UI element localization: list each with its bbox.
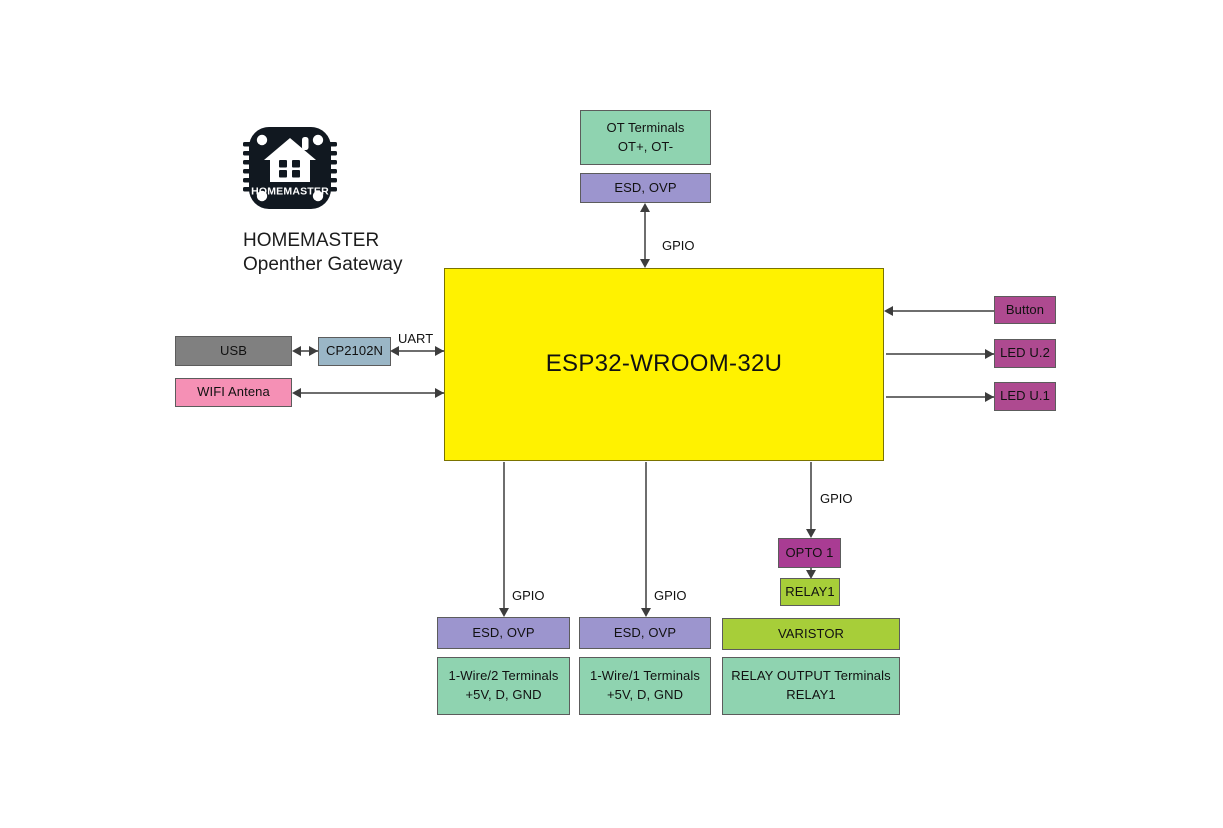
block-relay1[interactable]: RELAY1 bbox=[780, 578, 840, 606]
edge-label-uart: UART bbox=[398, 331, 434, 346]
mcu-label: ESP32-WROOM-32U bbox=[545, 350, 783, 378]
edge-cp2102n-to-mcu bbox=[392, 350, 444, 352]
arrowhead-left-mcu-button bbox=[884, 306, 893, 316]
arrowhead-right-led-u1 bbox=[985, 392, 994, 402]
block-relay-output-terminals[interactable]: RELAY OUTPUT Terminals RELAY1 bbox=[722, 657, 900, 715]
cp2102n-label: CP2102N bbox=[325, 343, 384, 359]
arrowhead-down-opto1 bbox=[806, 529, 816, 538]
edge-mcu-to-led-u1 bbox=[886, 396, 994, 398]
arrowhead-right-led-u2 bbox=[985, 349, 994, 359]
block-button[interactable]: Button bbox=[994, 296, 1056, 324]
homemaster-chip-icon: HOMEMASTER bbox=[243, 127, 337, 209]
edge-label-gpio-ot: GPIO bbox=[662, 238, 695, 253]
opto1-label: OPTO 1 bbox=[785, 544, 834, 560]
edge-mcu-to-led-u2 bbox=[886, 353, 994, 355]
block-esd-ovp-left[interactable]: ESD, OVP bbox=[437, 617, 570, 649]
arrowhead-left-cp2102n bbox=[390, 346, 399, 356]
logo-caption-line-2: Openther Gateway bbox=[243, 254, 403, 275]
edge-button-to-mcu bbox=[886, 310, 994, 312]
block-opto1[interactable]: OPTO 1 bbox=[778, 538, 841, 568]
edge-wifi-to-mcu bbox=[294, 392, 444, 394]
edge-mcu-to-opto1 bbox=[810, 462, 812, 532]
relay-output-line-2: RELAY1 bbox=[786, 687, 836, 702]
block-cp2102n[interactable]: CP2102N bbox=[318, 337, 391, 366]
ot-terminals-line-2: OT+, OT- bbox=[617, 138, 674, 154]
edge-mcu-to-esd-top bbox=[644, 206, 646, 266]
arrowhead-left-usb bbox=[292, 346, 301, 356]
onewire1-line-2: +5V, D, GND bbox=[606, 687, 684, 702]
arrowhead-right-mcu-uart bbox=[435, 346, 444, 356]
led-u2-label: LED U.2 bbox=[1000, 345, 1050, 361]
block-onewire2-terminals[interactable]: 1-Wire/2 Terminals +5V, D, GND bbox=[437, 657, 570, 715]
edge-label-gpio-opto: GPIO bbox=[820, 491, 853, 506]
arrowhead-down-esd-left bbox=[499, 608, 509, 617]
arrowhead-right-mcu-wifi bbox=[435, 388, 444, 398]
block-wifi-antenna[interactable]: WIFI Antena bbox=[175, 378, 292, 407]
edge-label-gpio-onewire2: GPIO bbox=[512, 588, 545, 603]
arrowhead-left-wifi bbox=[292, 388, 301, 398]
edge-usb-to-cp2102n bbox=[294, 350, 318, 352]
arrowhead-down-relay1 bbox=[806, 570, 816, 579]
block-led-u2[interactable]: LED U.2 bbox=[994, 339, 1056, 368]
esd-ovp-left-label: ESD, OVP bbox=[472, 624, 535, 640]
block-onewire1-terminals[interactable]: 1-Wire/1 Terminals +5V, D, GND bbox=[579, 657, 711, 715]
edge-mcu-to-esd-mid bbox=[645, 462, 647, 610]
wifi-antenna-label: WIFI Antena bbox=[197, 384, 270, 400]
onewire1-line-1: 1-Wire/1 Terminals bbox=[590, 668, 700, 684]
arrowhead-down-esd-mid bbox=[641, 608, 651, 617]
logo-caption-line-1: HOMEMASTER bbox=[243, 230, 380, 251]
button-label: Button bbox=[1005, 301, 1045, 317]
block-led-u1[interactable]: LED U.1 bbox=[994, 382, 1056, 411]
block-ot-terminals[interactable]: OT Terminals OT+, OT- bbox=[580, 110, 711, 165]
arrowhead-up-esd-top bbox=[640, 203, 650, 212]
block-esd-ovp-mid[interactable]: ESD, OVP bbox=[579, 617, 711, 649]
block-usb[interactable]: USB bbox=[175, 336, 292, 366]
led-u1-label: LED U.1 bbox=[1000, 388, 1050, 404]
arrowhead-right-cp2102n bbox=[309, 346, 318, 356]
esd-ovp-top-label: ESD, OVP bbox=[614, 179, 677, 195]
brand-logo: HOMEMASTER bbox=[231, 112, 356, 227]
edge-label-gpio-onewire1: GPIO bbox=[654, 588, 687, 603]
arrowhead-down-mcu-top bbox=[640, 259, 650, 268]
mcu-block-esp32[interactable]: ESP32-WROOM-32U bbox=[444, 268, 884, 461]
esd-ovp-mid-label: ESD, OVP bbox=[613, 624, 677, 640]
edge-mcu-to-esd-left bbox=[503, 462, 505, 610]
block-varistor[interactable]: VARISTOR bbox=[722, 618, 900, 650]
ot-terminals-line-1: OT Terminals bbox=[606, 119, 685, 135]
onewire2-line-1: 1-Wire/2 Terminals bbox=[448, 668, 559, 684]
varistor-label: VARISTOR bbox=[777, 625, 845, 641]
relay-output-line-1: RELAY OUTPUT Terminals bbox=[731, 668, 891, 684]
relay1-label: RELAY1 bbox=[785, 583, 835, 599]
usb-label: USB bbox=[219, 342, 248, 358]
svg-text:HOMEMASTER: HOMEMASTER bbox=[251, 186, 329, 198]
onewire2-line-2: +5V, D, GND bbox=[465, 687, 542, 702]
block-esd-ovp-top[interactable]: ESD, OVP bbox=[580, 173, 711, 203]
